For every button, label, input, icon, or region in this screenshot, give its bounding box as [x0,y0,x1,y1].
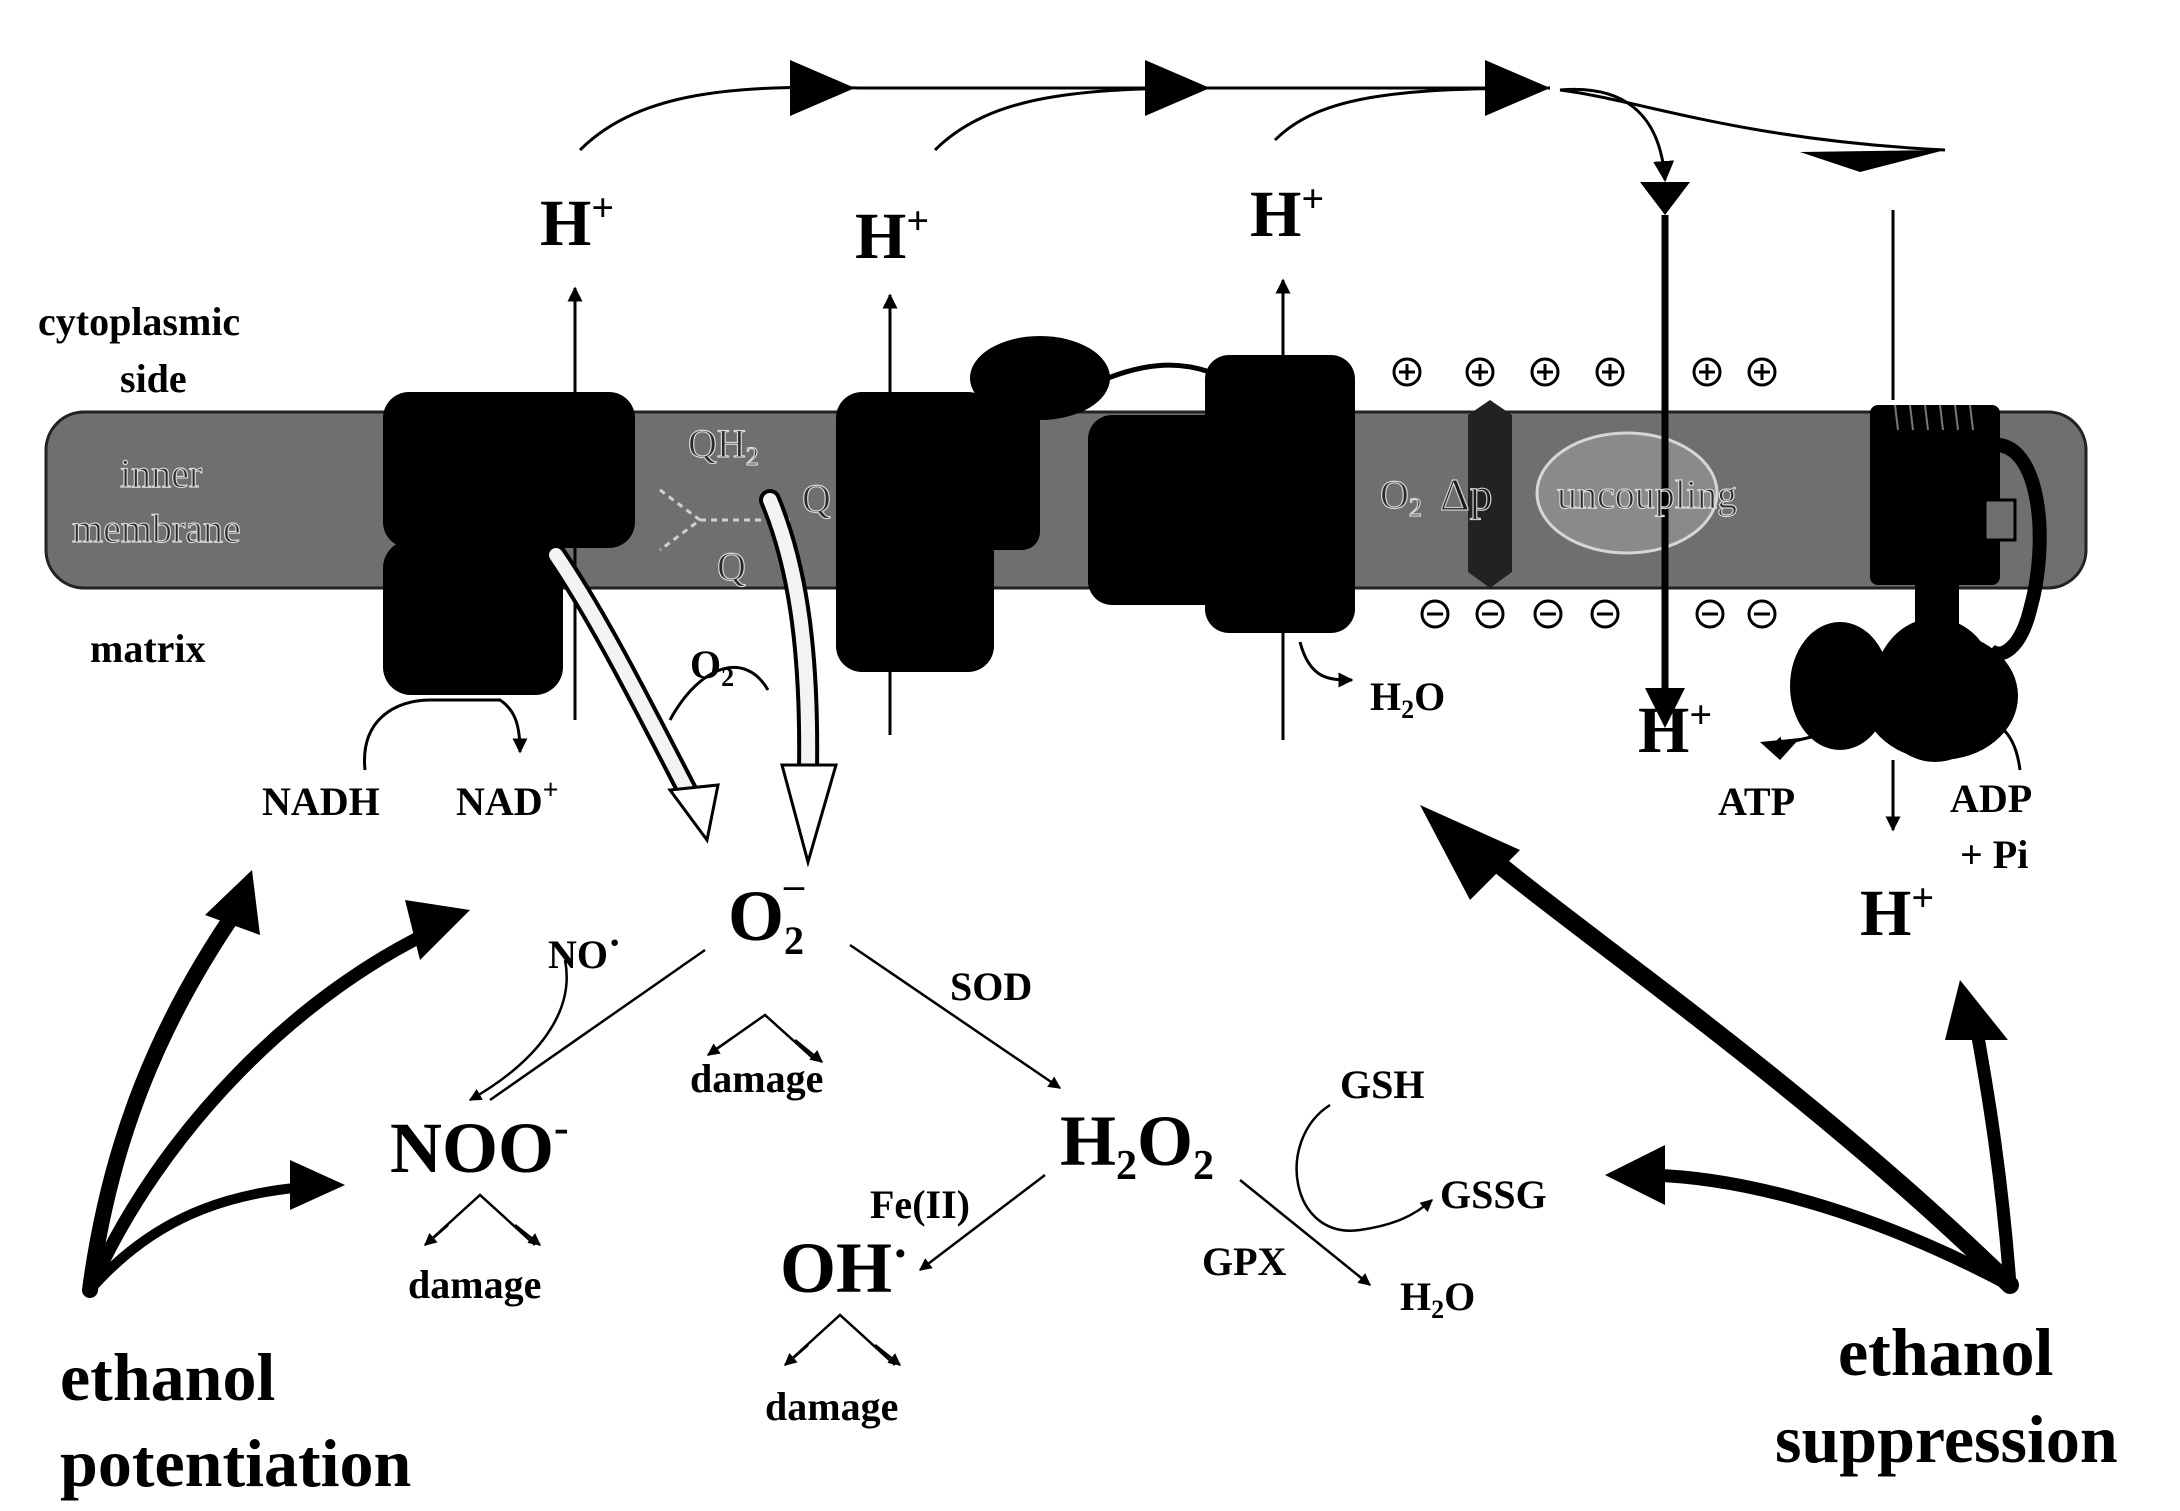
label-damage-1: damage [690,1056,823,1101]
inner-membrane-band [44,410,2088,590]
label-damage-2: damage [408,1262,541,1307]
label-adp: ADP [1950,776,2032,821]
label-h-plus-3: H+ [1250,176,1324,251]
label-membrane: membrane [72,506,241,551]
atp-synthase-fo [1870,405,2000,585]
flow-arrowhead-5 [1640,182,1690,215]
label-ethanol-potentiation-1: ethanol [60,1339,275,1415]
label-nad: NAD+ [456,775,559,824]
flow-arrowhead-2 [1145,60,1210,116]
label-suppression: suppression [1775,1401,2118,1477]
uncoupling-protein [1535,431,1719,555]
complex-one-lower [383,540,563,695]
ethanol-potentiation-arrows [82,897,452,1298]
label-gssg: GSSG [1440,1172,1547,1217]
cytochrome-c [970,336,1110,420]
complex-four-core [1088,415,1238,605]
label-qh2: QH2 [688,421,759,471]
label-h-plus-2: H+ [855,198,929,273]
complex-four [1205,355,1355,633]
label-damage-3: damage [765,1384,898,1429]
label-delta-p: Δp [1440,469,1493,520]
label-cytoplasmic: cytoplasmic [38,299,240,344]
atp-synthase-f1-left [1790,622,1890,750]
label-pi: + Pi [1960,832,2028,877]
label-fe: Fe(II) [870,1182,970,1227]
label-h-plus-5: H+ [1860,875,1934,950]
proton-flow-arrows [578,85,1946,183]
label-inner: inner [120,451,202,496]
label-peroxynitrite: NOO- [390,1103,569,1188]
label-q: Q [802,476,831,521]
label-h-plus-4: H+ [1638,692,1712,767]
complex-three-side [960,400,1040,550]
label-no-radical: NO· [548,920,621,977]
label-potentiation: potentiation [60,1425,411,1501]
label-h-plus-1: H+ [540,185,614,260]
q-cycle [659,488,790,552]
label-uncoupling: uncoupling [1557,472,1737,517]
label-gsh: GSH [1340,1062,1424,1107]
flow-arrowhead-4 [1800,150,1945,172]
label-h2o2: H2O2 [1060,1101,1214,1189]
label-hydroxyl: OH· [780,1225,909,1308]
complex-three [836,392,994,672]
atp-synthase-stator [1985,437,2047,661]
label-atp: ATP [1718,779,1795,824]
label-o2-membrane: O2 [1380,472,1422,522]
delta-p-channel [1468,400,1512,588]
matrix-reaction-arrows [363,641,2022,771]
label-o2-input: O2 [690,642,734,692]
membrane-charges [1392,357,1777,629]
label-h2o-gpx: H2O [1400,1274,1475,1324]
o2-input-arrow [668,665,770,721]
label-gpx: GPX [1202,1239,1287,1284]
label-sod: SOD [950,964,1032,1009]
label-q-lower: Q [717,544,746,589]
flow-arrowhead-3 [1485,60,1550,116]
label-ethanol-suppression-1: ethanol [1838,1314,2053,1390]
label-matrix: matrix [90,626,206,671]
complex-one-upper [383,392,635,548]
atp-synthase-f1-right [1862,632,2018,760]
label-h2o-complex-four: H2O [1370,674,1445,724]
flow-arrowhead-1 [790,60,855,116]
label-nadh: NADH [262,779,380,824]
ros-arrows [424,943,1433,1366]
label-side: side [120,356,187,401]
label-superoxide: O2– [728,862,805,963]
atp-synthase-teeth [1894,404,1974,431]
